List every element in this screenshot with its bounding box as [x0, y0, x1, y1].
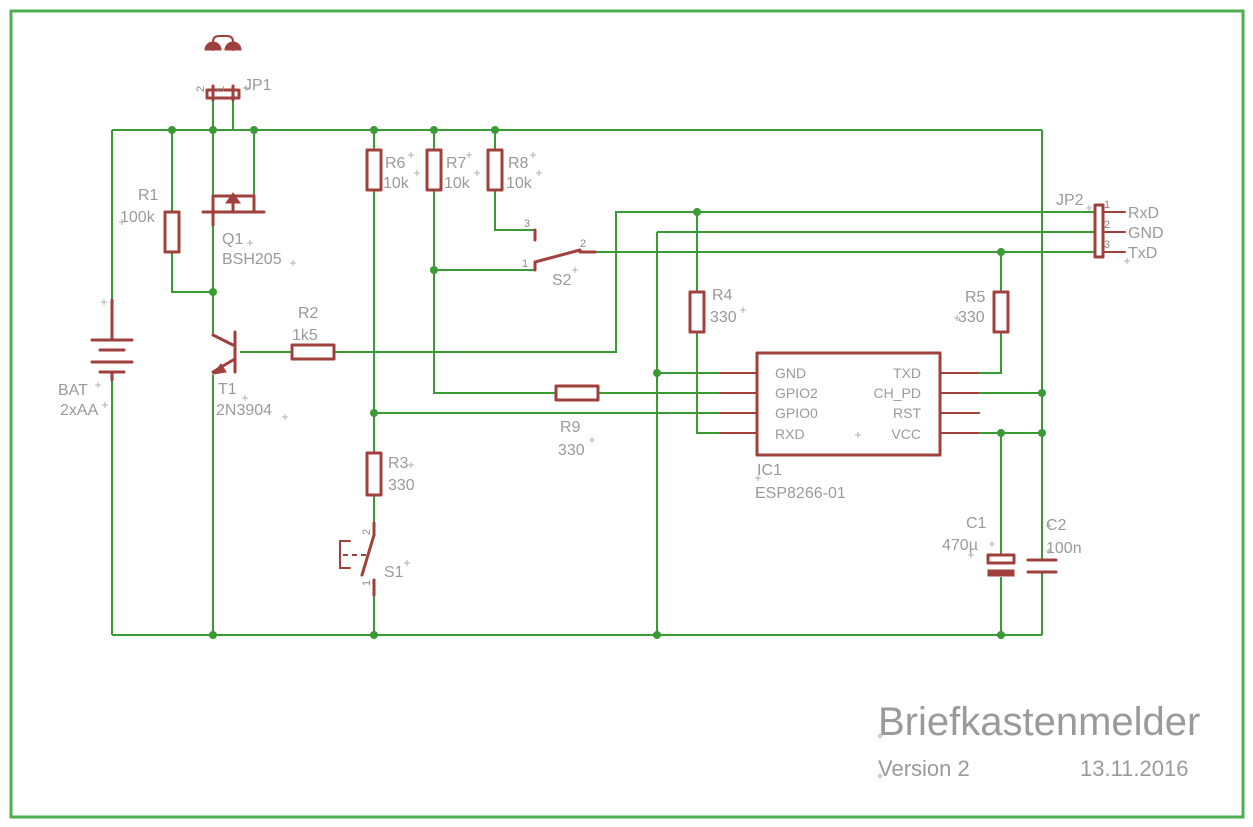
- r3-value: 330: [388, 477, 415, 494]
- t1-value: 2N3904: [216, 402, 272, 419]
- jp1-name: JP1: [244, 77, 272, 94]
- t1-transistor: T1 2N3904: [211, 330, 272, 419]
- jp2-pin3: 3: [1104, 239, 1110, 251]
- r7-name: R7: [446, 155, 467, 172]
- s2-pin3: 3: [524, 218, 530, 230]
- ic1-pin-gpio0: GPIO0: [775, 405, 818, 421]
- r1-name: R1: [138, 187, 159, 204]
- r2-resistor: R2 1k5: [290, 305, 336, 361]
- ic1-esp8266: GND GPIO2 GPIO0 RXD TXD CH_PD RST VCC IC…: [719, 351, 979, 502]
- jp2-signal-txd: TxD: [1128, 245, 1157, 262]
- q1-mosfet: Q1 BSH205: [201, 192, 282, 268]
- r6-value: 10k: [383, 175, 410, 192]
- jp2-pin2: 2: [1104, 219, 1110, 231]
- c2-name: C2: [1046, 517, 1067, 534]
- q1-name: Q1: [222, 231, 243, 248]
- sheet-frame: [9, 9, 1245, 819]
- c1-capacitor: C1 470µ: [942, 515, 1016, 577]
- r4-resistor: R4 330: [688, 287, 737, 334]
- s2-switch: 3 1 2 S2: [522, 218, 597, 289]
- sheet-version: Version 2: [878, 756, 970, 781]
- s2-pin2: 2: [580, 238, 586, 250]
- r2-name: R2: [298, 305, 319, 322]
- r2-value: 1k5: [292, 327, 318, 344]
- ic1-pin-txd: TXD: [893, 365, 921, 381]
- jp2-name: JP2: [1056, 192, 1084, 209]
- ic1-pin-rst: RST: [893, 405, 921, 421]
- q1-value: BSH205: [222, 251, 282, 268]
- s2-name: S2: [552, 272, 572, 289]
- bat-name: BAT: [58, 382, 88, 399]
- r9-name: R9: [560, 419, 581, 436]
- c1-value: 470µ: [942, 537, 978, 554]
- ic1-pin-gpio2: GPIO2: [775, 385, 818, 401]
- c2-value: 100n: [1046, 540, 1082, 557]
- junctions: [168, 126, 1046, 639]
- r6-resistor: R6 10k: [365, 148, 410, 192]
- r7-resistor: R7 10k: [425, 148, 471, 192]
- ic1-name: IC1: [757, 462, 782, 479]
- s1-pin1: 1: [361, 580, 373, 586]
- r4-value: 330: [710, 309, 737, 326]
- r3-name: R3: [388, 455, 409, 472]
- r1-value: 100k: [120, 209, 156, 226]
- s1-switch: 2 1 S1: [339, 521, 404, 597]
- r5-value: 330: [958, 309, 985, 326]
- r8-resistor: R8 10k: [486, 148, 533, 192]
- jp2-header: JP2 1 2 3 RxD GND TxD: [1056, 192, 1164, 262]
- jp2-pin1: 1: [1104, 199, 1110, 211]
- ic1-value: ESP8266-01: [755, 485, 846, 502]
- r5-name: R5: [965, 289, 986, 306]
- r3-resistor: R3 330: [365, 451, 415, 497]
- c1-name: C1: [966, 515, 987, 532]
- s2-pin1: 1: [522, 258, 528, 270]
- bat-value: 2xAA: [60, 402, 99, 419]
- r5-resistor: R5 330: [958, 289, 1010, 334]
- sheet-date: 13.11.2016: [1080, 756, 1188, 781]
- jp1-jumper: 2 1 JP1: [195, 35, 272, 102]
- r4-name: R4: [712, 287, 733, 304]
- r9-resistor: R9 330: [554, 384, 600, 459]
- ic1-pin-rxd: RXD: [775, 426, 805, 442]
- wires: [111, 100, 1095, 636]
- bat-battery: BAT 2xAA: [58, 298, 134, 419]
- r8-name: R8: [508, 155, 529, 172]
- r6-name: R6: [385, 155, 406, 172]
- s1-name: S1: [384, 564, 404, 581]
- jp2-signal-rxd: RxD: [1128, 205, 1159, 222]
- s1-pin2: 2: [361, 529, 373, 535]
- sheet-title: Briefkastenmelder: [878, 700, 1200, 744]
- r9-value: 330: [558, 442, 585, 459]
- ic1-pin-ch-pd: CH_PD: [874, 385, 921, 401]
- r1-resistor: R1 100k: [120, 187, 181, 254]
- jp1-pin2: 2: [195, 86, 207, 92]
- c2-capacitor: C2 100n: [1026, 517, 1082, 574]
- r8-value: 10k: [506, 175, 533, 192]
- t1-name: T1: [218, 381, 237, 398]
- ic1-pin-gnd: GND: [775, 365, 806, 381]
- origin-marks: [95, 85, 1130, 779]
- jp1-pin1: 1: [215, 86, 227, 92]
- jp2-signal-gnd: GND: [1128, 225, 1164, 242]
- r7-value: 10k: [444, 175, 471, 192]
- ic1-pin-vcc: VCC: [891, 426, 921, 442]
